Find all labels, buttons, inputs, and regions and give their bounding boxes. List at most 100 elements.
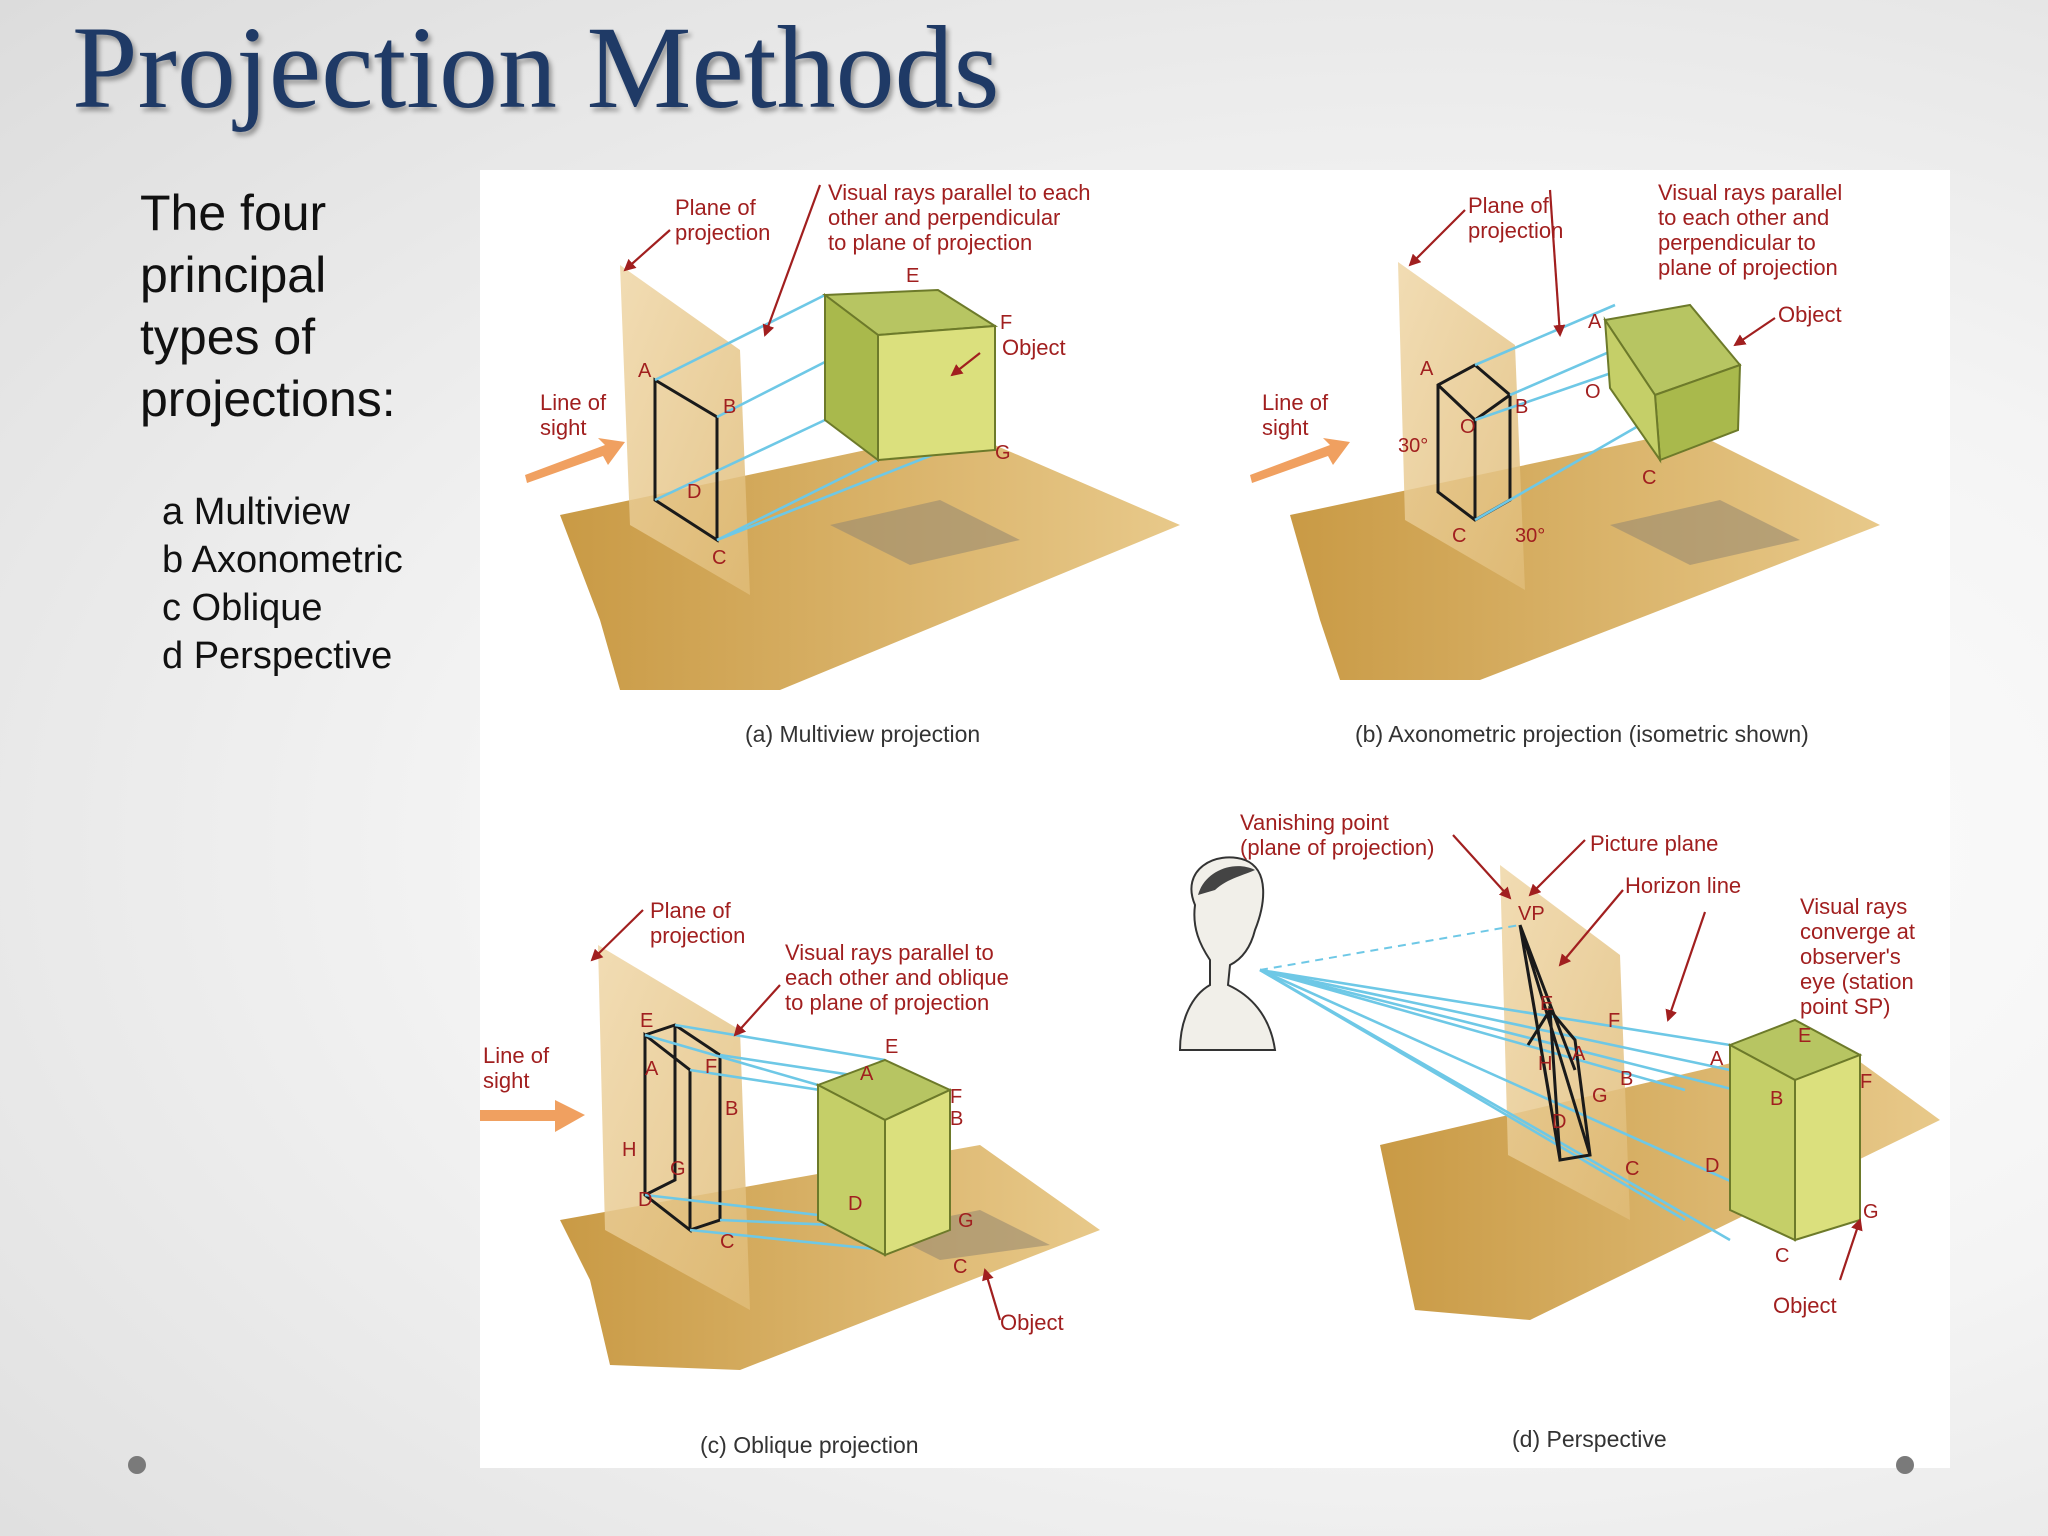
shadow: [1610, 500, 1800, 565]
visual-ray: [716, 458, 879, 542]
sight-arrow: [1250, 438, 1350, 483]
point-label: D: [687, 481, 701, 503]
intro-line: The four: [140, 185, 327, 241]
intro-text: The four principal types of projections:: [140, 182, 396, 430]
slide-title: Projection Methods: [72, 2, 1000, 133]
cube-front: [1794, 1053, 1861, 1242]
caption: (d) Perspective: [1512, 1426, 1667, 1452]
picture-plane-label: Picture plane: [1590, 831, 1718, 856]
point-label: D: [1705, 1155, 1719, 1177]
point-label: C: [1775, 1245, 1789, 1267]
cube-front: [877, 324, 996, 462]
object-callout: [1733, 317, 1776, 347]
point-label: E: [1540, 993, 1553, 1015]
observer-head: [1178, 856, 1277, 1051]
intro-line: principal: [140, 247, 327, 303]
point-label: B: [1770, 1088, 1783, 1110]
visual-ray: [1474, 423, 1641, 522]
projection-types-list: a Multiview b Axonometric c Oblique d Pe…: [162, 488, 403, 680]
point-label: A: [860, 1063, 874, 1085]
object-label: Object: [1000, 1310, 1064, 1335]
object-label: Object: [1773, 1293, 1837, 1318]
point-label: B: [1515, 396, 1528, 418]
point-label: B: [950, 1108, 963, 1130]
point-label: D: [1552, 1111, 1566, 1133]
vp-label: VP: [1518, 903, 1545, 925]
point-label: A: [1588, 311, 1602, 333]
ground: [1290, 430, 1880, 680]
point-label: H: [622, 1139, 636, 1161]
rays-callout: [1665, 911, 1707, 1022]
intro-line: projections:: [140, 371, 396, 427]
projection-diagram: .cap { font-family: "Liberation Sans", s…: [480, 180, 1940, 1458]
point-label: D: [638, 1189, 652, 1211]
object-callout: [950, 352, 981, 377]
visual-ray: [1474, 303, 1616, 367]
cube-side: [824, 292, 879, 463]
horizon-line-label: Horizon line: [1625, 873, 1741, 898]
perspective-projection: [1518, 924, 1592, 1162]
cube-side: [817, 1083, 886, 1257]
point-label: G: [1863, 1201, 1879, 1223]
point-label: O: [1585, 381, 1601, 403]
visual-ray: [1259, 968, 1731, 1242]
point-label: C: [1625, 1158, 1639, 1180]
visual-ray: [1259, 968, 1731, 1072]
point-label: B: [725, 1098, 738, 1120]
visual-ray: [716, 448, 946, 542]
visual-ray: [1259, 968, 1796, 1107]
sight-arrow: [480, 1100, 585, 1132]
caption: (b) Axonometric projection (isometric sh…: [1355, 721, 1809, 747]
point-label: C: [720, 1231, 734, 1253]
point-label: A: [1710, 1048, 1724, 1070]
horizon-callout: [1558, 889, 1624, 967]
point-label: C: [712, 547, 726, 569]
point-label: C: [1452, 525, 1466, 547]
point-label: C: [953, 1256, 967, 1278]
type-axonometric: b Axonometric: [162, 539, 403, 581]
point-label: E: [1798, 1025, 1811, 1047]
slide-nav-dot: [128, 1456, 146, 1474]
rays-callout: [762, 184, 822, 337]
point-label: A: [645, 1058, 659, 1080]
type-perspective: d Perspective: [162, 635, 393, 677]
caption: (c) Oblique projection: [700, 1432, 919, 1458]
rays-callout: [733, 984, 781, 1037]
point-label: C: [1642, 467, 1656, 489]
picture-plane-callout: [1528, 839, 1586, 897]
horizon-ray: [1259, 924, 1521, 971]
visual-ray: [674, 1023, 886, 1062]
angle-label: 30°: [1398, 435, 1428, 457]
object-label: Object: [1002, 335, 1066, 360]
visual-ray: [1474, 368, 1621, 422]
angle-label: 30°: [1515, 525, 1545, 547]
point-label: B: [1620, 1068, 1633, 1090]
type-multiview: a Multiview: [162, 491, 350, 533]
rays-callout: [1548, 189, 1566, 337]
cube-front: [884, 1088, 951, 1257]
caption: (a) Multiview projection: [745, 721, 980, 747]
vp-callout: [1452, 834, 1512, 900]
point-label: G: [958, 1210, 974, 1232]
point-label: G: [1592, 1085, 1608, 1107]
panel-perspective: VP E F A H B G D C D A E B F G C Vanishi…: [1178, 810, 1940, 1452]
cube-side: [1729, 1043, 1796, 1242]
visual-ray: [689, 1228, 886, 1252]
visual-ray: [644, 1033, 819, 1087]
point-label: F: [1860, 1071, 1872, 1093]
object-callout: [982, 1268, 1002, 1321]
visual-ray: [654, 418, 826, 502]
visual-ray: [654, 293, 826, 382]
point-label: E: [906, 265, 919, 287]
slide-nav-dot: [1896, 1456, 1914, 1474]
